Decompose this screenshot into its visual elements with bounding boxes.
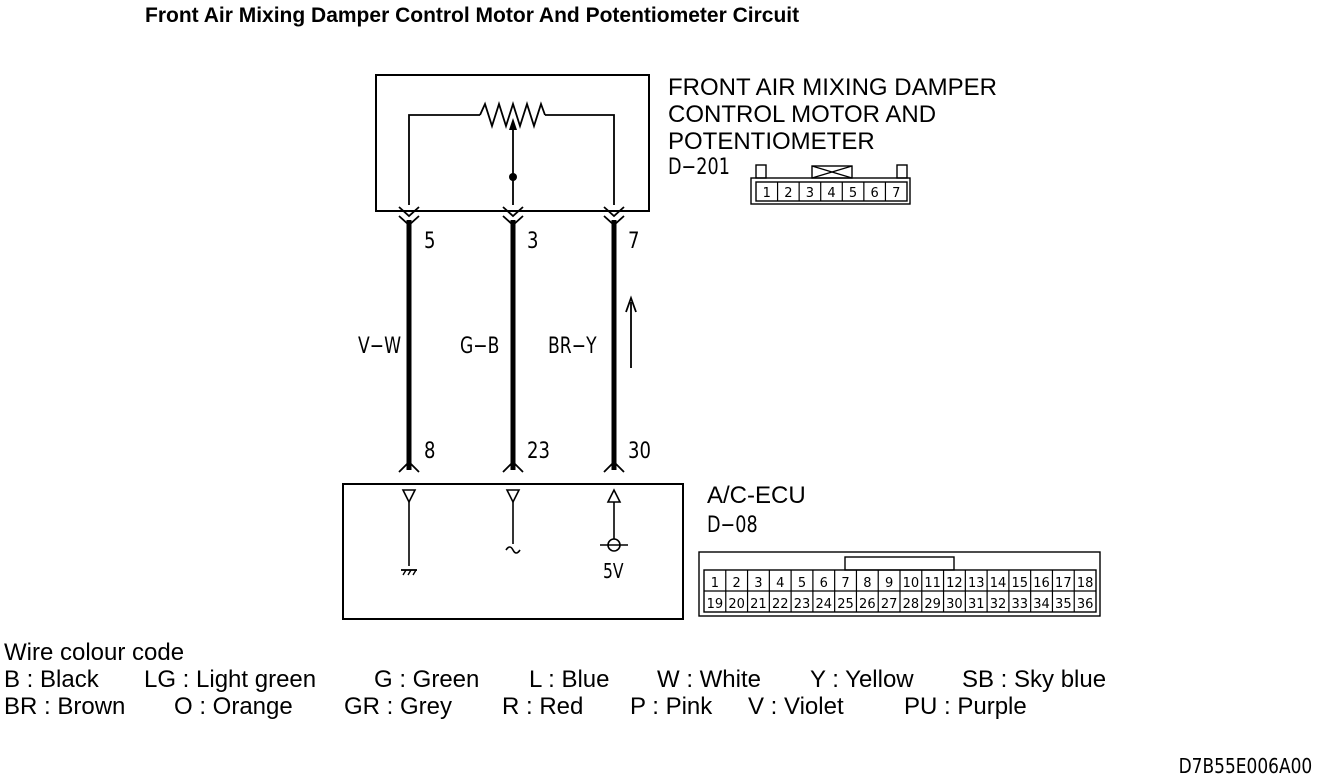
pin-label: 30	[628, 439, 651, 464]
connector-pin-number: 20	[728, 597, 745, 612]
connector-pin-number: 26	[859, 597, 876, 612]
connector-pin-number: 29	[924, 597, 941, 612]
figure-code: D7B55E006A00	[1178, 754, 1312, 778]
connector-pin-number: 22	[772, 597, 789, 612]
connector-pin-number: 19	[707, 597, 724, 612]
connector-pin-number: 6	[871, 186, 879, 201]
output-triangle-icon	[606, 488, 622, 503]
connector-pin-number: 17	[1055, 576, 1072, 591]
pin-label: 8	[424, 439, 436, 464]
connector-pin-number: 5	[849, 186, 857, 201]
wire-colour-legend: Wire colour code B : Black LG : Light gre…	[4, 639, 1106, 720]
connector-pin-number: 31	[968, 597, 985, 612]
potentiometer-internal-wire-right	[545, 114, 615, 205]
legend-heading: Wire colour code	[4, 639, 185, 666]
legend-item: PU : Purple	[904, 693, 1027, 720]
pin-label: 23	[527, 439, 550, 464]
legend-row-1: B : Black LG : Light green G : Green L : Bl…	[4, 666, 1106, 693]
motor-label-line-3: POTENTIOMETER	[668, 128, 875, 155]
connector-pin-number: 28	[903, 597, 920, 612]
motor-label-line-1: FRONT AIR MIXING DAMPER	[668, 74, 997, 101]
connector-pin-number: 2	[733, 576, 741, 591]
input-triangle-icon	[505, 489, 521, 504]
legend-item: P : Pink	[630, 693, 713, 720]
wire-color-label: V−W	[358, 334, 402, 359]
legend-item: R : Red	[502, 693, 584, 720]
junction-dot	[509, 173, 517, 181]
connector-pin-number: 10	[903, 576, 920, 591]
legend-item: GR : Grey	[344, 693, 453, 720]
connector-pin-number: 1	[711, 576, 719, 591]
supply-voltage-label: 5V	[603, 559, 624, 583]
connector-pin-number: 30	[946, 597, 963, 612]
connector-pin-number: 7	[841, 576, 849, 591]
pin-label: 7	[628, 229, 640, 254]
connector-pin-number: 7	[892, 186, 900, 201]
connector-pin-number: 4	[776, 576, 784, 591]
connector-pin-number: 11	[924, 576, 941, 591]
motor-label-line-2: CONTROL MOTOR AND	[668, 101, 937, 128]
ecu-label: A/C-ECU	[707, 482, 806, 509]
connector-pin-number: 18	[1077, 576, 1094, 591]
connector-pin-number: 14	[990, 576, 1007, 591]
potentiometer-internal-wire	[408, 114, 480, 205]
connector-pin-number: 36	[1077, 597, 1094, 612]
legend-item: W : White	[657, 666, 762, 693]
connector-pin-number: 6	[820, 576, 828, 591]
legend-row-2: BR : Brown O : Orange GR : Grey R : Red P : …	[4, 693, 1106, 720]
legend-item: Y : Yellow	[810, 666, 914, 693]
connector-pin-number: 34	[1033, 597, 1050, 612]
connector-pin-number: 1	[763, 186, 771, 201]
connector-pin-number: 16	[1033, 576, 1050, 591]
legend-item: O : Orange	[174, 693, 293, 720]
diagram-title: Front Air Mixing Damper Control Motor An…	[145, 4, 800, 27]
connector-pin-number: 4	[827, 186, 835, 201]
connector-pin-number: 32	[990, 597, 1007, 612]
connector-pin-number: 23	[794, 597, 811, 612]
connector-pin-number: 33	[1012, 597, 1029, 612]
motor-label: FRONT AIR MIXING DAMPER CONTROL MOTOR AN…	[668, 74, 997, 155]
pin-label: 5	[424, 229, 436, 254]
signal-tilde-icon	[505, 546, 521, 554]
connector-d201-face	[750, 164, 911, 205]
connector-pin-number: 15	[1012, 576, 1029, 591]
resistor-icon	[479, 101, 546, 129]
pin-label: 3	[527, 229, 539, 254]
legend-item: L : Blue	[529, 666, 610, 693]
legend-item: B : Black	[4, 666, 99, 693]
connector-pin-number: 8	[863, 576, 871, 591]
ecu-box	[342, 483, 684, 620]
wire-color-label: G−B	[460, 334, 500, 359]
connector-pin-number: 13	[968, 576, 985, 591]
legend-item: SB : Sky blue	[962, 666, 1107, 693]
legend-item: LG : Light green	[144, 666, 317, 693]
connector-pin-number: 35	[1055, 597, 1072, 612]
connector-pin-number: 24	[816, 597, 833, 612]
connector-pin-number: 27	[881, 597, 898, 612]
connector-d08-id: D−08	[707, 513, 758, 538]
connector-pin-number: 9	[885, 576, 893, 591]
connector-pin-number: 21	[750, 597, 767, 612]
input-triangle-icon	[401, 489, 417, 504]
wire-color-label: BR−Y	[548, 334, 597, 359]
connector-pin-number: 12	[946, 576, 963, 591]
connector-pin-number: 2	[784, 186, 792, 201]
arrow-head-icon	[625, 295, 637, 313]
connector-d201-id: D−201	[668, 155, 730, 180]
connector-pin-number: 3	[754, 576, 762, 591]
motor-potentiometer-box	[375, 74, 650, 212]
connector-pin-number: 5	[798, 576, 806, 591]
legend-item: G : Green	[374, 666, 480, 693]
connector-pin-number: 3	[806, 186, 814, 201]
wiper-arrow-icon	[509, 118, 517, 130]
connector-pin-number: 25	[837, 597, 854, 612]
legend-item: V : Violet	[748, 693, 844, 720]
bottom-connector-chevrons	[398, 460, 625, 473]
legend-item: BR : Brown	[4, 693, 126, 720]
